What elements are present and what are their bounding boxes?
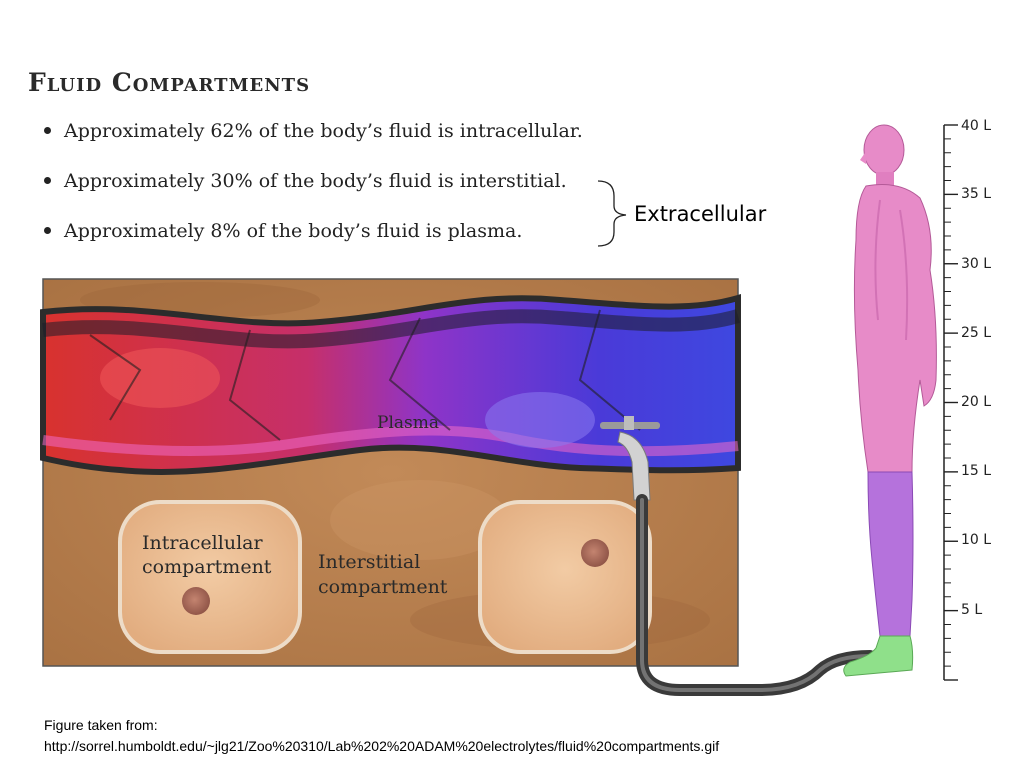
scale-label-25: 25 L [961, 325, 991, 341]
cell-right [478, 500, 652, 654]
intracellular-cell [118, 500, 302, 654]
slide-title: Fluid Compartments [28, 68, 311, 97]
plasma-label: Plasma [377, 413, 439, 433]
scale-label-30: 30 L [961, 256, 991, 272]
extracellular-label: Extracellular [634, 202, 767, 226]
interstitial-label-line1: Interstitial [318, 551, 420, 573]
figure-caption: Figure taken from: http://sorrel.humbold… [44, 715, 719, 757]
legs-interstitial [867, 471, 914, 637]
feet-plasma [843, 635, 914, 677]
scale-label-35: 35 L [961, 186, 991, 202]
faucet-icon [600, 416, 660, 501]
bullet-intracellular: Approximately 62% of the body’s fluid is… [42, 118, 583, 168]
bullet-interstitial: Approximately 30% of the body’s fluid is… [42, 168, 583, 218]
extracellular-brace [597, 180, 627, 247]
caption-url: http://sorrel.humboldt.edu/~jlg21/Zoo%20… [44, 738, 720, 754]
caption-line-1: Figure taken from: [44, 717, 158, 733]
intracellular-label-line2: compartment [142, 556, 272, 578]
upper-body-intracellular [853, 184, 937, 473]
scale-label-20: 20 L [961, 394, 991, 410]
scale-label-15: 15 L [961, 463, 991, 479]
interstitial-label-line2: compartment [318, 576, 448, 598]
nucleus-icon [182, 587, 210, 615]
intracellular-label-line1: Intracellular [142, 532, 263, 554]
scale-label-40: 40 L [961, 118, 991, 134]
nucleus-icon [581, 539, 609, 567]
scale-label-10: 10 L [961, 532, 991, 548]
volume-scale: 40 L 35 L 30 L 25 L 20 L 15 L 10 L 5 L [943, 118, 991, 681]
bullet-list: Approximately 62% of the body’s fluid is… [42, 118, 583, 268]
scale-label-5: 5 L [961, 602, 982, 618]
human-figure [843, 124, 937, 677]
tissue-illustration: Plasma Intracellular compartment Interst… [40, 278, 741, 667]
bullet-plasma: Approximately 8% of the body’s fluid is … [42, 218, 583, 268]
